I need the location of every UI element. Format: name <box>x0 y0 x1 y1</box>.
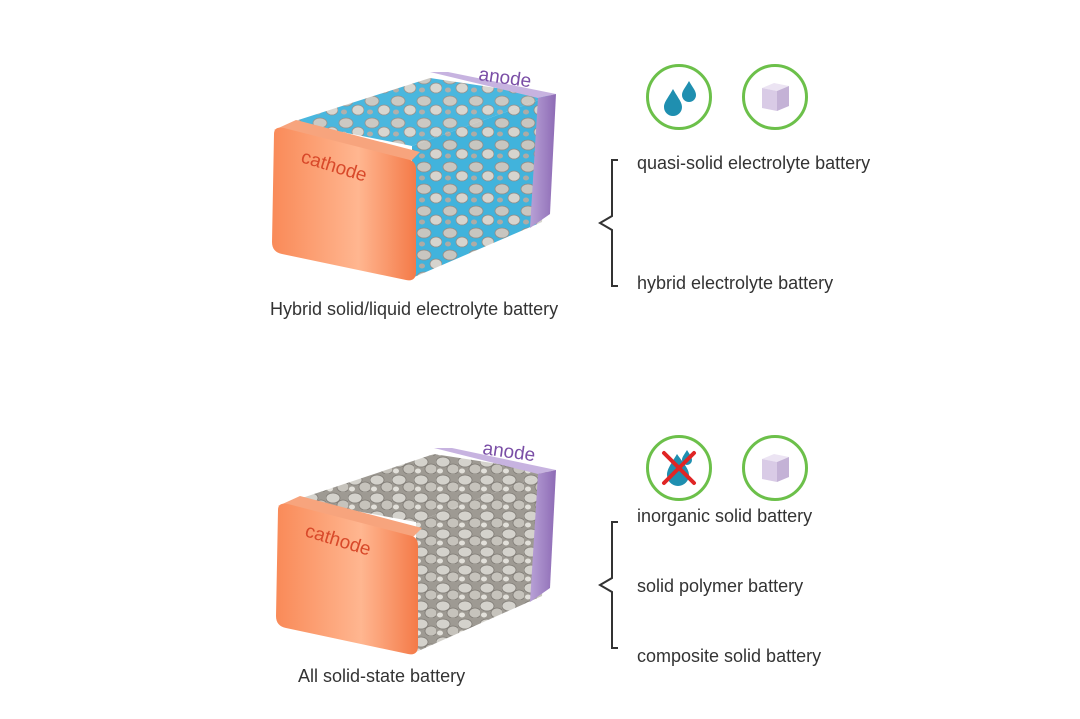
anode-top-face <box>430 72 556 98</box>
anode-top-face <box>434 448 556 474</box>
hybrid-battery-panel: cathode anode Hybrid solid/liquid electr… <box>270 64 871 319</box>
solid-state-types-brace <box>598 521 618 649</box>
anode-plate <box>530 94 556 228</box>
solid-state-battery-panel: cathode anode All solid-state battery in… <box>0 360 1080 719</box>
hybrid-battery-illustration: cathode anode <box>272 64 556 281</box>
electrolyte-front-face <box>412 96 550 278</box>
water-drops-icon <box>646 64 712 130</box>
type-composite-solid: composite solid battery <box>637 646 822 666</box>
solid-state-battery-illustration: cathode anode <box>276 438 556 655</box>
type-quasi-solid-electrolyte: quasi-solid electrolyte battery <box>637 153 871 173</box>
cathode-block <box>272 127 416 281</box>
hybrid-types-brace <box>598 159 618 287</box>
anode-label: anode <box>481 438 536 466</box>
cathode-top-face <box>278 496 422 538</box>
cathode-top-face <box>274 120 420 162</box>
anode-plate <box>530 470 556 602</box>
cathode-block <box>276 503 418 655</box>
hybrid-battery-caption: Hybrid solid/liquid electrolyte battery <box>270 299 559 319</box>
type-hybrid-electrolyte: hybrid electrolyte battery <box>637 273 834 293</box>
solid-electrolyte-top-face <box>296 454 550 522</box>
type-inorganic-solid: inorganic solid battery <box>637 506 813 526</box>
type-solid-polymer: solid polymer battery <box>637 576 804 596</box>
no-liquid-icon <box>646 435 712 501</box>
solid-cube-icon <box>742 435 808 501</box>
solid-state-battery-caption: All solid-state battery <box>298 666 466 686</box>
solid-electrolyte-front-face <box>416 472 550 652</box>
electrolyte-top-face <box>292 78 550 146</box>
solid-cube-icon <box>742 64 808 130</box>
